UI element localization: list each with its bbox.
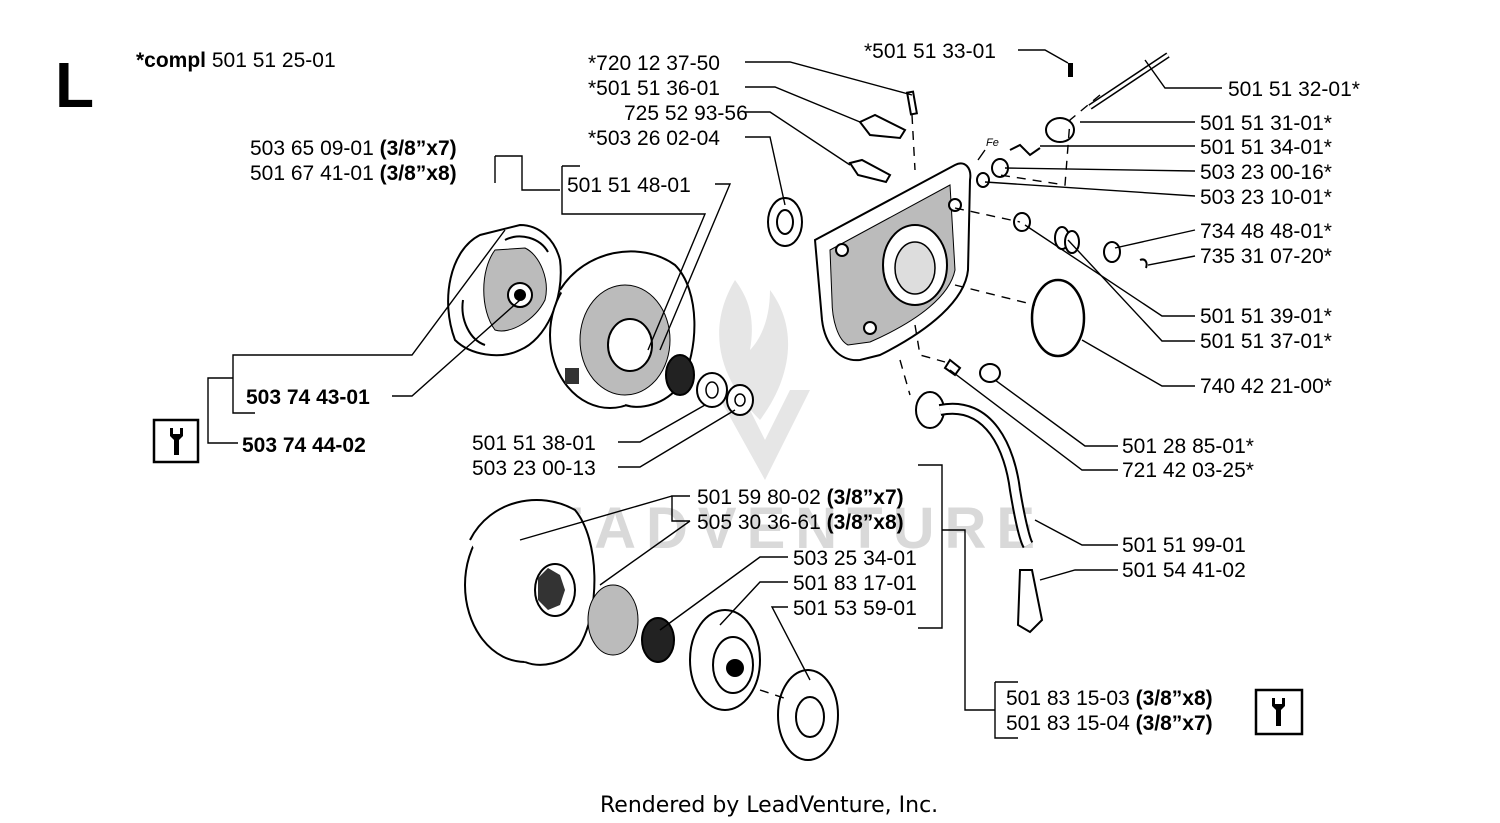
callout-735-31-07-20: 735 31 07-20* <box>1200 245 1332 268</box>
clutch-drawing <box>447 223 562 357</box>
callout-501-51-36-01: *501 51 36-01 <box>588 77 720 100</box>
clutch-drum-drawing <box>549 250 696 409</box>
variant-501-67-41-01: 501 67 41-01 (3/8”x8) <box>250 162 457 185</box>
callout-501-51-33-01: *501 51 33-01 <box>864 40 996 63</box>
callout-725-52-93-56: 725 52 93-56 <box>624 102 748 125</box>
callout-501-51-34-01: 501 51 34-01* <box>1200 136 1332 159</box>
fe-label: Fe <box>986 137 999 149</box>
tool-icon-left <box>152 418 200 464</box>
variant-501-83-15-04: 501 83 15-04 (3/8”x7) <box>1006 712 1213 735</box>
cover-drawing <box>813 162 972 362</box>
callout-501-51-38-01: 501 51 38-01 <box>472 432 596 455</box>
sprocket-drawing <box>464 499 839 761</box>
callout-501-51-32-01: 501 51 32-01* <box>1228 78 1360 101</box>
callout-503-25-34-01: 503 25 34-01 <box>793 547 917 570</box>
callout-501-51-39-01: 501 51 39-01* <box>1200 305 1332 328</box>
variant-501-83-15-03: 501 83 15-03 (3/8”x8) <box>1006 687 1213 710</box>
pump-parts-drawing <box>976 52 1170 358</box>
section-letter: L <box>55 49 94 121</box>
callout-501-51-37-01: 501 51 37-01* <box>1200 330 1332 353</box>
callout-501-51-31-01: 501 51 31-01* <box>1200 112 1332 135</box>
callout-503-23-10-01: 503 23 10-01* <box>1200 186 1332 209</box>
variant-501-59-80-02: 501 59 80-02 (3/8”x7) <box>697 486 904 509</box>
callout-721-42-03-25: 721 42 03-25* <box>1122 459 1254 482</box>
callout-503-74-43-01: 503 74 43-01 <box>246 386 370 409</box>
callout-501-54-41-02: 501 54 41-02 <box>1122 559 1246 582</box>
footer-credit: Rendered by LeadVenture, Inc. <box>600 793 938 818</box>
callout-720-12-37-50: *720 12 37-50 <box>588 52 720 75</box>
callout-501-83-17-01: 501 83 17-01 <box>793 572 917 595</box>
variant-505-30-36-61: 505 30 36-61 (3/8”x8) <box>697 511 904 534</box>
callout-503-23-00-16: 503 23 00-16* <box>1200 161 1332 184</box>
compl-label: *compl 501 51 25-01 <box>136 49 336 72</box>
callout-501-53-59-01: 501 53 59-01 <box>793 597 917 620</box>
callout-503-23-00-13: 503 23 00-13 <box>472 457 596 480</box>
callout-501-28-85-01: 501 28 85-01* <box>1122 435 1254 458</box>
oil-seal-drawing <box>767 197 803 247</box>
variant-503-65-09-01: 503 65 09-01 (3/8”x7) <box>250 137 457 160</box>
callout-734-48-48-01: 734 48 48-01* <box>1200 220 1332 243</box>
tool-icon-right <box>1254 688 1304 736</box>
bolts-drawing <box>848 90 919 184</box>
callout-503-26-02-04: *503 26 02-04 <box>588 127 720 150</box>
oil-hose-drawing <box>915 358 1044 634</box>
callout-503-74-44-02: 503 74 44-02 <box>242 434 366 457</box>
callout-501-51-99-01: 501 51 99-01 <box>1122 534 1246 557</box>
callout-740-42-21-00: 740 42 21-00* <box>1200 375 1332 398</box>
bearing-drawing <box>665 354 754 416</box>
callout-501-51-48-01: 501 51 48-01 <box>567 174 691 197</box>
leader-lines <box>207 49 1222 739</box>
